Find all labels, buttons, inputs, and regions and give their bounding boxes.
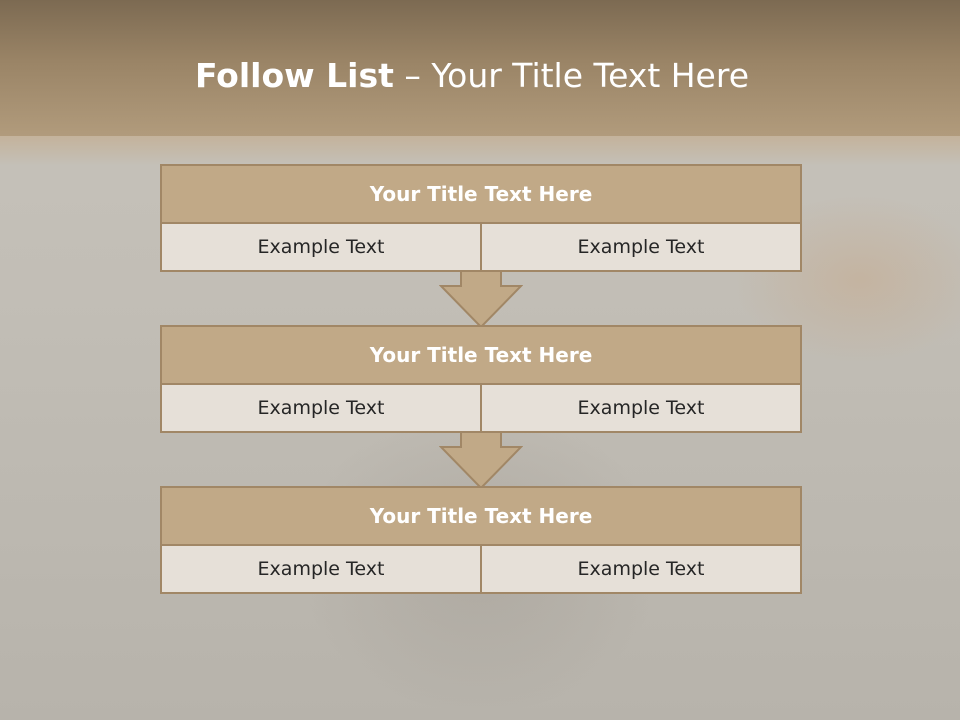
step-box-3: Your Title Text Here Example Text Exampl… [160,486,802,594]
down-arrow-icon [439,431,523,489]
step-title: Your Title Text Here [160,325,802,385]
background-band [0,136,960,166]
step-cell-left: Example Text [160,546,482,594]
slide-title-bold: Follow List [194,56,394,95]
step-title: Your Title Text Here [160,164,802,224]
step-row: Example Text Example Text [160,385,802,433]
step-cell-left: Example Text [160,385,482,433]
step-box-2: Your Title Text Here Example Text Exampl… [160,325,802,433]
slide-title: Follow List – Your Title Text Here [0,52,944,100]
down-arrow-icon [439,270,523,328]
step-cell-right: Example Text [482,385,802,433]
step-title: Your Title Text Here [160,486,802,546]
step-row: Example Text Example Text [160,546,802,594]
slide-title-rest: – Your Title Text Here [404,56,750,95]
step-cell-left: Example Text [160,224,482,272]
step-cell-right: Example Text [482,224,802,272]
step-cell-right: Example Text [482,546,802,594]
step-row: Example Text Example Text [160,224,802,272]
header-bar [0,0,960,136]
step-box-1: Your Title Text Here Example Text Exampl… [160,164,802,272]
